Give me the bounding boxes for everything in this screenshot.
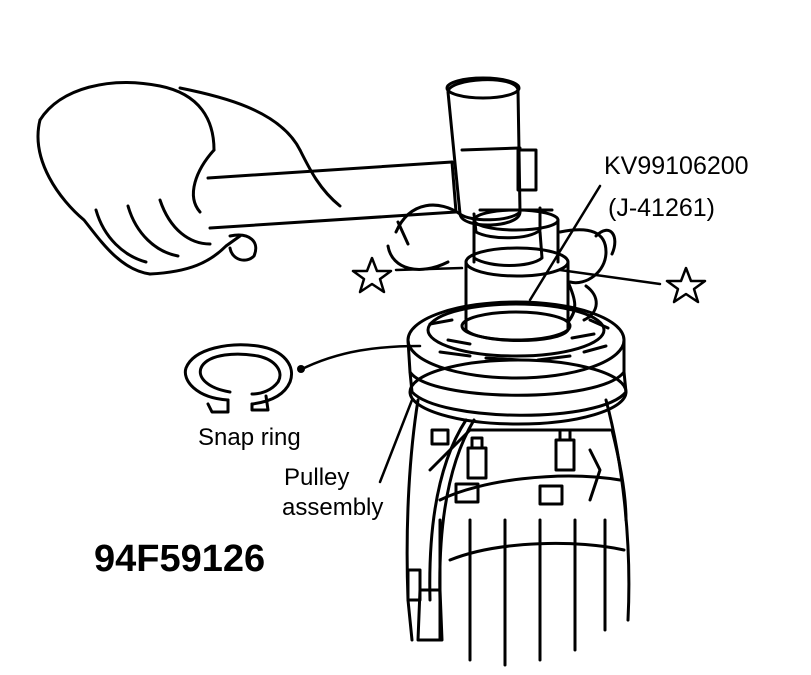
pulley-icon	[406, 300, 628, 426]
tool-part-number-label: KV99106200	[604, 152, 749, 180]
wire-harness-icon	[406, 418, 476, 642]
hammer-icon	[206, 76, 544, 267]
star-icon	[351, 256, 393, 294]
pulley-label-line1: Pulley	[284, 464, 350, 491]
tool-alt-number-label: (J-41261)	[608, 194, 715, 222]
compressor-icon	[405, 398, 631, 667]
snap-ring-icon	[183, 343, 293, 414]
figure-code: 94F59126	[94, 538, 266, 580]
snap-ring-label: Snap ring	[198, 424, 301, 451]
pulley-label-line2: assembly	[282, 494, 384, 521]
star-icon	[665, 266, 707, 304]
hand-icon	[36, 81, 342, 276]
leader-lines	[298, 184, 662, 484]
special-tool	[464, 208, 570, 342]
hand-icon	[386, 203, 617, 324]
